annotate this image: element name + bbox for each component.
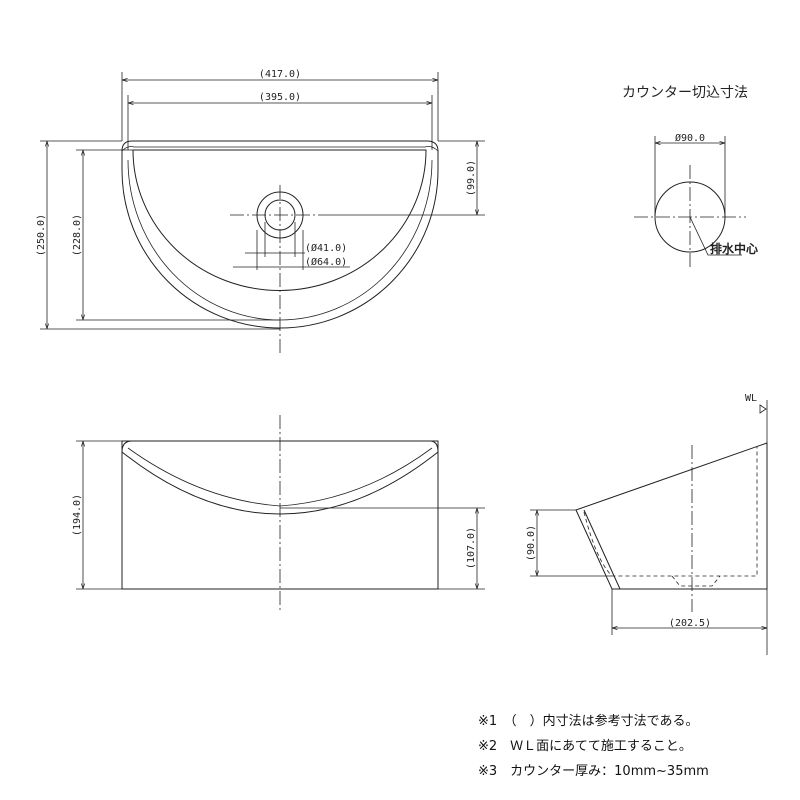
dim-text-417: (417.0) bbox=[259, 69, 301, 80]
top-view-outer-rim bbox=[121, 140, 439, 329]
dim-text-395: (395.0) bbox=[259, 92, 301, 103]
top-view-bowl-outline bbox=[132, 149, 427, 291]
front-view-bowl-curve bbox=[121, 440, 439, 515]
dim-text-90: (90.0) bbox=[526, 525, 537, 561]
dim-text-228: (228.0) bbox=[72, 214, 83, 256]
dim-text-194: (194.0) bbox=[72, 494, 83, 536]
top-view-rim-inner-line bbox=[121, 146, 439, 152]
note-1: ※1 （ ）内寸法は参考寸法である。 bbox=[478, 713, 699, 729]
note-2: ※2 ＷＬ面にあてて施工すること。 bbox=[478, 739, 692, 754]
dim-text-90-diameter: Ø90.0 bbox=[675, 132, 705, 144]
dim-text-202-5: (202.5) bbox=[669, 618, 711, 629]
notes: ※1 （ ）内寸法は参考寸法である。 ※2 ＷＬ面にあてて施工すること。 ※3 … bbox=[478, 713, 709, 779]
side-view: WL (90.0) (202.5) bbox=[526, 393, 768, 655]
side-view-hidden-drain bbox=[671, 575, 721, 587]
front-view: (194.0) (107.0) bbox=[72, 415, 485, 612]
top-view: (417.0) (395.0) (250.0) (228.0) (99.0) (… bbox=[36, 69, 485, 355]
dim-text-41: (Ø41.0) bbox=[305, 242, 347, 254]
dim-text-107: (107.0) bbox=[466, 527, 477, 569]
cutout-title: カウンター切込寸法 bbox=[622, 85, 748, 101]
drain-center-leader bbox=[689, 216, 742, 256]
dim-text-64: (Ø64.0) bbox=[305, 256, 347, 268]
dim-text-250: (250.0) bbox=[36, 214, 47, 256]
side-view-front-edge bbox=[583, 509, 621, 590]
side-view-hidden-bowl bbox=[583, 447, 758, 577]
note-3: ※3 カウンター厚み：10mm~35mm bbox=[478, 764, 709, 779]
dim-text-99: (99.0) bbox=[466, 160, 477, 196]
wl-label: WL bbox=[745, 393, 757, 404]
cutout-view: カウンター切込寸法 Ø90.0 排水中心 bbox=[622, 85, 758, 268]
drain-center-label: 排水中心 bbox=[710, 241, 758, 256]
wl-marker-icon bbox=[759, 404, 767, 414]
